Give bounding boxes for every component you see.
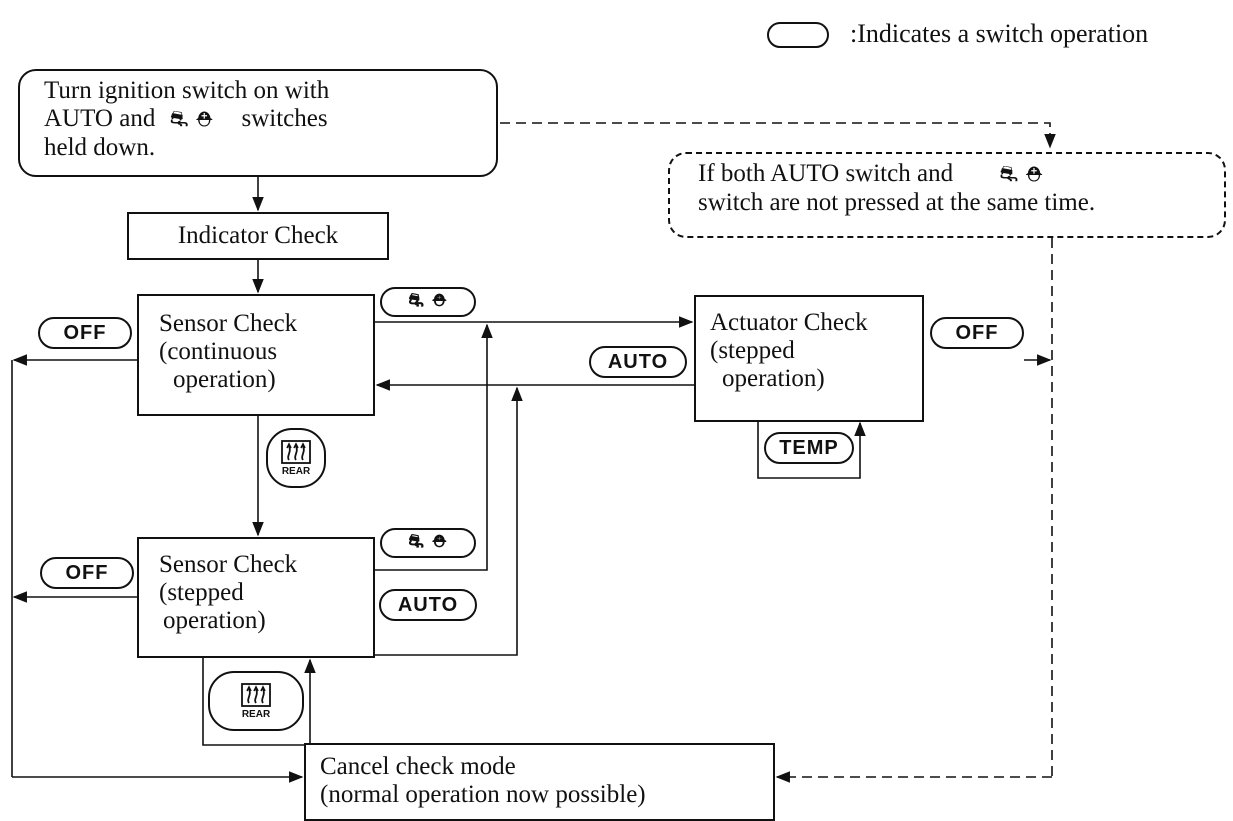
sensor-check-continuous-box: Sensor Check (continuous operation) [137,294,375,416]
start-box: Turn ignition switch on with AUTO and ⛐ … [18,69,498,177]
indicator-check-label: Indicator Check [177,222,339,249]
sensor-step-line-2: (stepped [159,579,244,606]
sensor-check-stepped-box: Sensor Check (stepped operation) [137,537,375,658]
start-line-2: AUTO and ⛐ ⛑ switches [44,105,472,134]
rear-defroster-icon [241,682,271,707]
auto-switch-actuator: AUTO [589,346,687,378]
air-recirculation-switch-icon: ⛐ ⛑ [380,528,476,558]
sensor-step-line-1: Sensor Check [159,551,298,578]
cancel-line-2: (normal operation now possible) [320,781,646,808]
off-switch-actuator: OFF [930,317,1024,349]
legend-switch-oval-icon [767,22,829,48]
sensor-cont-line-2: (continuous [159,338,278,365]
air-recirculation-switch-icon: ⛐ ⛑ [169,107,214,132]
start-line-3: held down. [44,134,156,161]
rear-label-2: REAR [241,708,271,720]
rear-defroster-switch-1: REAR [266,428,326,488]
cancel-check-mode-box: Cancel check mode (normal operation now … [304,743,775,821]
rear-defroster-icon [281,439,311,464]
start-line-2b: switches [241,105,328,132]
start-line-1: Turn ignition switch on with [44,77,330,104]
sensor-cont-line-1: Sensor Check [159,310,298,337]
off-switch-sensor-step: OFF [40,557,134,589]
rear-defroster-switch-2: REAR [208,671,304,731]
sensor-step-line-3: operation) [163,607,266,634]
condition-line-1: If both AUTO switch and ⛐ ⛑ [698,160,1196,189]
legend-text: :Indicates a switch operation [850,19,1149,48]
start-line-2a: AUTO and [44,105,156,132]
actuator-line-1: Actuator Check [710,309,868,336]
condition-box: If both AUTO switch and ⛐ ⛑ switch are n… [668,152,1226,238]
air-recirculation-switch-icon: ⛐ ⛑ [999,162,1043,187]
sensor-cont-line-3: operation) [173,366,276,393]
actuator-line-2: (stepped [710,337,795,364]
cancel-line-1: Cancel check mode [320,753,516,780]
air-recirculation-switch-icon: ⛐ ⛑ [380,287,476,317]
rear-label-1: REAR [281,465,311,477]
indicator-check-box: Indicator Check [127,212,389,260]
off-switch-sensor-cont: OFF [38,317,132,349]
auto-switch-sensor-step: AUTO [379,589,477,621]
actuator-check-box: Actuator Check (stepped operation) [694,295,924,422]
condition-line-1-text: If both AUTO switch and [698,160,954,187]
actuator-line-3: operation) [722,365,825,392]
temp-switch: TEMP [764,432,854,464]
condition-line-2: switch are not pressed at the same time. [698,189,1096,216]
